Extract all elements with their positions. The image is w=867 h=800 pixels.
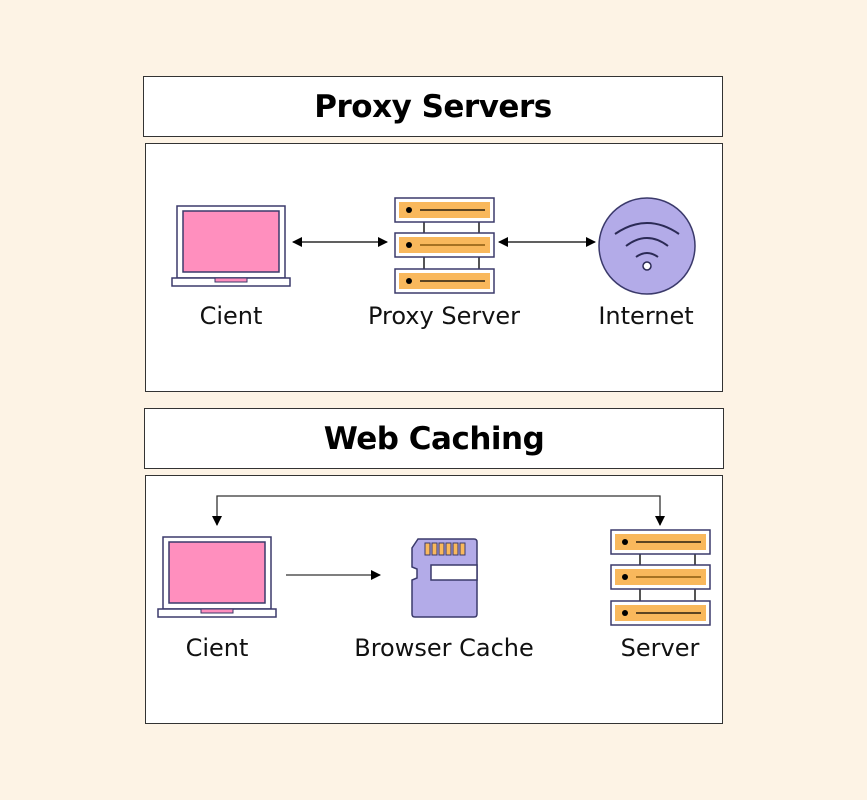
client-laptop-icon	[171, 205, 291, 287]
proxy-servers-header: Proxy Servers	[143, 76, 723, 137]
browser-cache-label: Browser Cache	[354, 634, 534, 662]
web-caching-header: Web Caching	[144, 408, 724, 469]
proxy-servers-title: Proxy Servers	[314, 88, 552, 125]
web-caching-title: Web Caching	[323, 420, 545, 457]
internet-label: Internet	[598, 302, 694, 330]
cache-client-laptop-icon	[157, 536, 277, 618]
proxy-server-label: Proxy Server	[367, 302, 521, 330]
cache-client-label: Cient	[185, 634, 249, 662]
origin-server-icon	[610, 529, 711, 626]
proxy-server-icon	[394, 197, 495, 294]
internet-wifi-globe-icon	[598, 197, 696, 295]
client-label: Cient	[199, 302, 263, 330]
client-server-loop-arrow	[212, 495, 665, 526]
browser-cache-memory-card-icon	[411, 538, 478, 618]
server-label: Server	[620, 634, 700, 662]
